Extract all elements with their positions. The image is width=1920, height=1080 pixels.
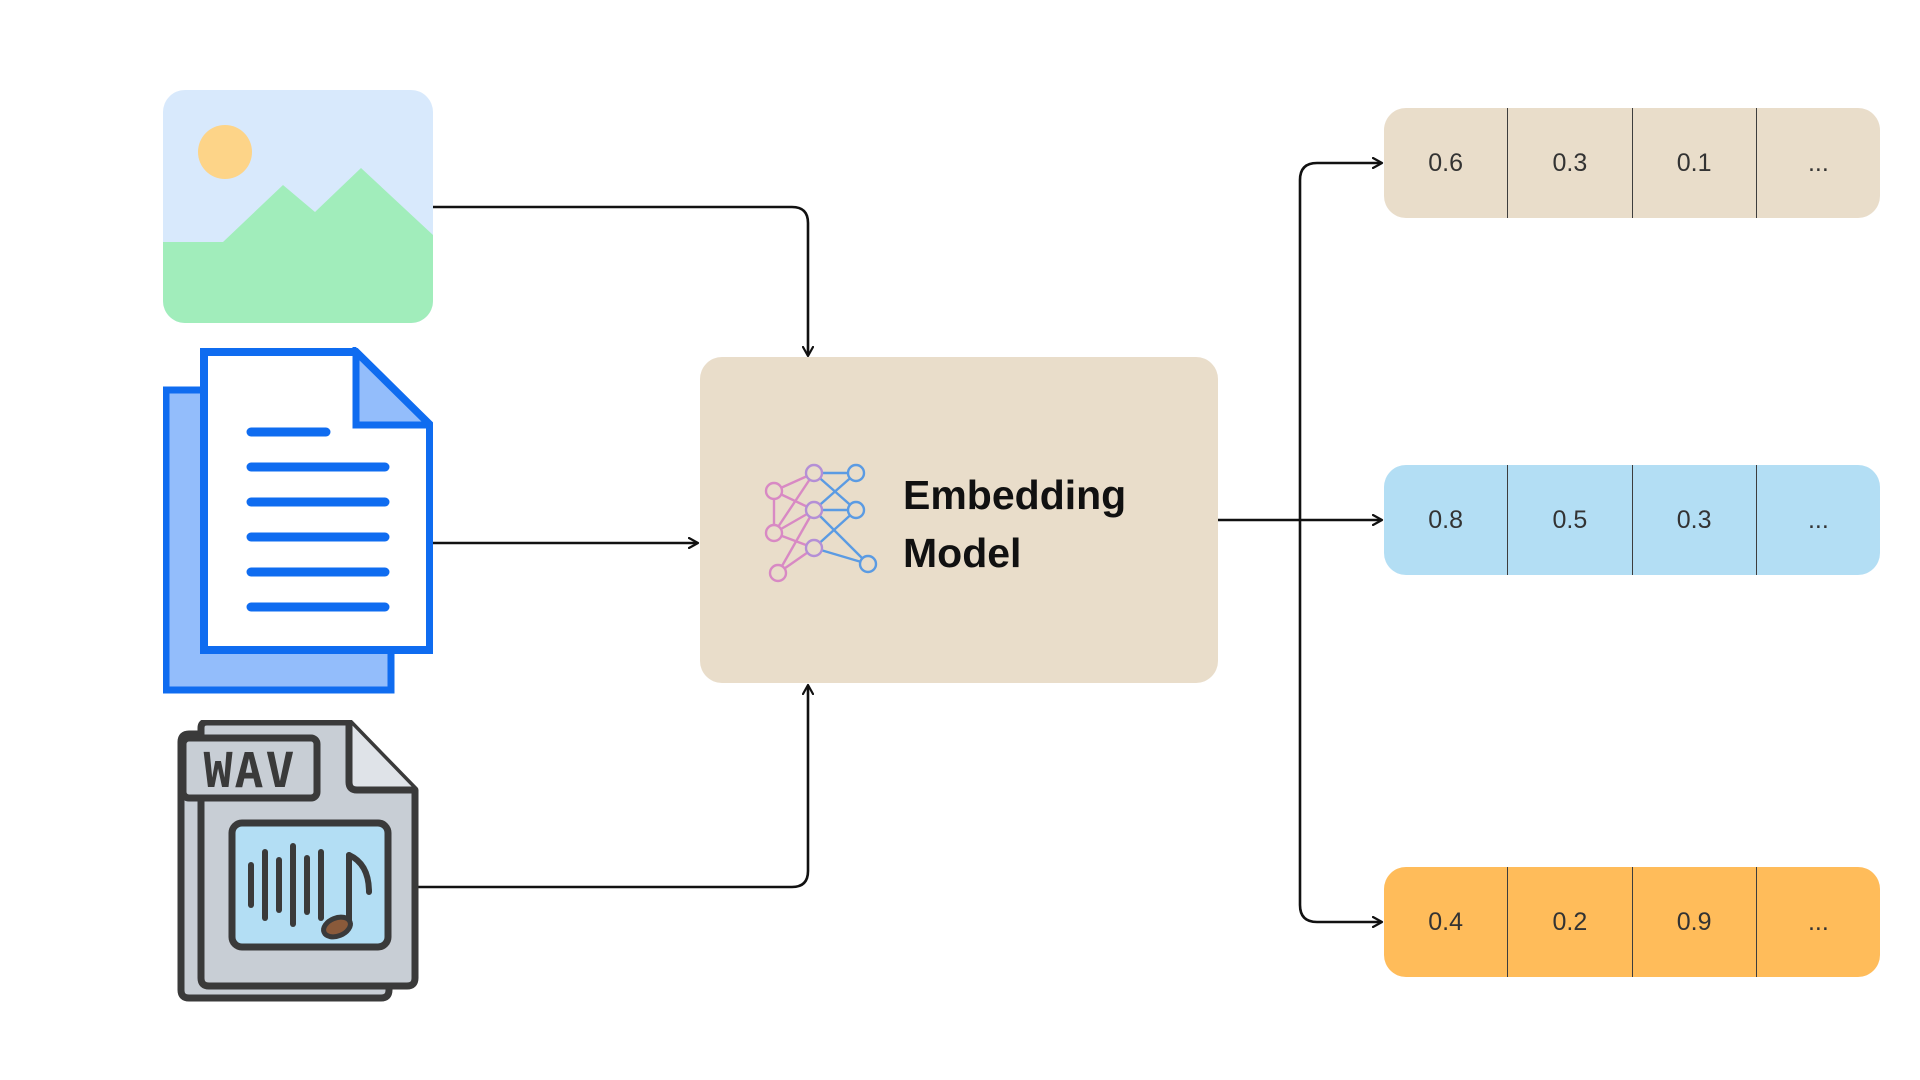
vector-cell: 0.2 [1507, 867, 1631, 977]
output-vector-3: 0.4 0.2 0.9 ... [1384, 867, 1880, 977]
model-title-line-2: Model [903, 530, 1022, 576]
image-sun [198, 125, 252, 179]
arrow-to-vector-3 [1298, 520, 1381, 922]
embedding-model-label: Embedding Model [903, 466, 1203, 582]
wav-badge-text: WAV [204, 743, 297, 799]
vector-cell: ... [1755, 108, 1880, 218]
vector-cell: 0.1 [1631, 108, 1756, 218]
document-fold [352, 347, 433, 429]
vector-cell: ... [1755, 867, 1880, 977]
vector-cell: 0.5 [1507, 465, 1631, 575]
output-vector-1: 0.6 0.3 0.1 ... [1384, 108, 1880, 218]
wav-file-icon: WAV [177, 720, 419, 1002]
vector-cell: 0.8 [1428, 505, 1463, 534]
music-note-head [321, 914, 353, 940]
arrow-image-to-model [433, 205, 808, 355]
vector-cell: 0.3 [1631, 465, 1756, 575]
arrow-audio-to-model [417, 686, 808, 889]
arrow-to-vector-1 [1298, 163, 1381, 520]
wav-badge-box [179, 734, 321, 802]
document-icon [163, 347, 433, 694]
wav-fold [345, 722, 415, 794]
image-mountains [163, 168, 433, 323]
vector-cell: 0.9 [1631, 867, 1756, 977]
neural-network-icon [764, 463, 878, 583]
vector-cell: 0.6 [1428, 148, 1463, 177]
vector-cell: 0.3 [1507, 108, 1631, 218]
model-title-line-1: Embedding [903, 472, 1127, 518]
embedding-model-box [700, 357, 1218, 683]
vector-cell: 0.4 [1428, 907, 1463, 936]
output-vector-2: 0.8 0.5 0.3 ... [1384, 465, 1880, 575]
vector-cell: ... [1755, 465, 1880, 575]
image-icon [163, 90, 433, 323]
